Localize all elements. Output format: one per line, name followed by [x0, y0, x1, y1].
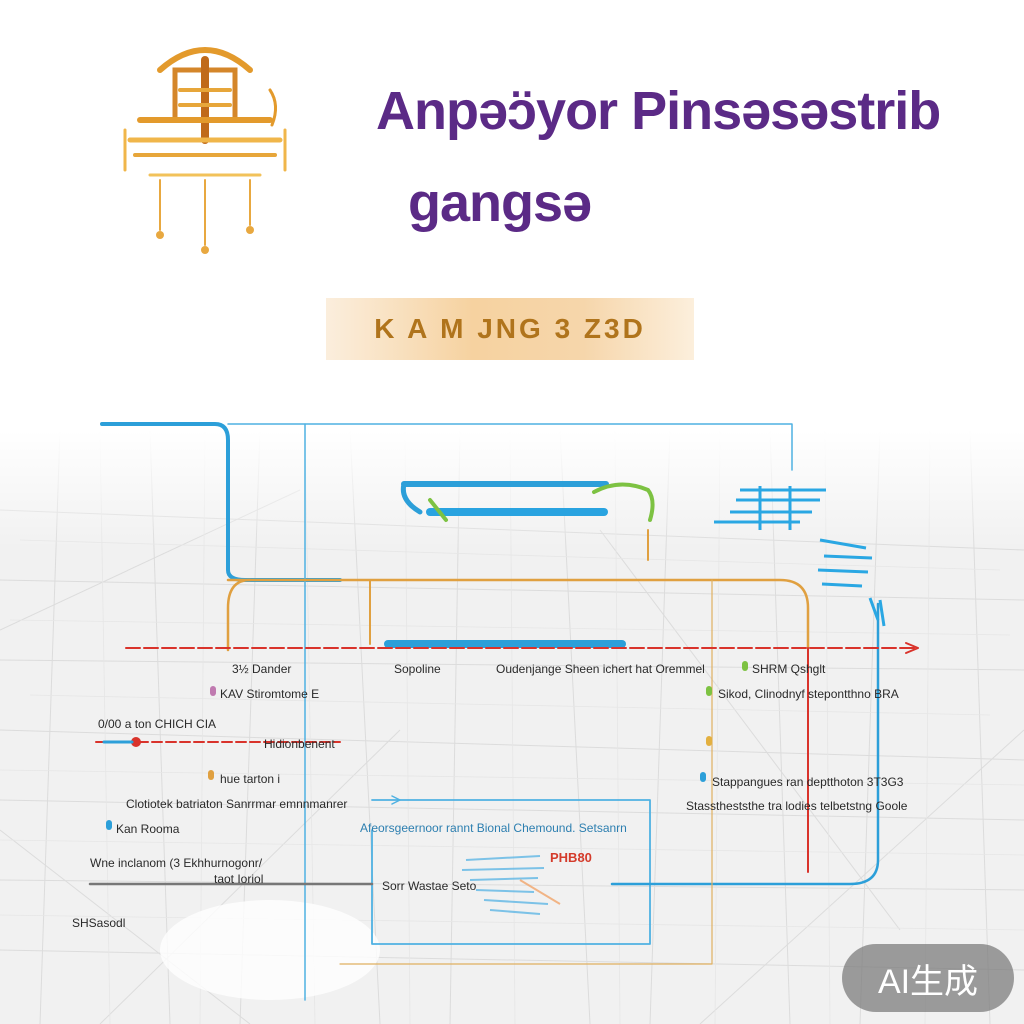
map-label: Kan Rooma — [116, 823, 179, 835]
ai-generated-badge: AI生成 — [842, 944, 1014, 1012]
map-label: Sorr Wastae Seto — [382, 880, 476, 892]
map-label: KAV Stiromtome E — [220, 688, 319, 700]
map-label: Afeorsgeernoor rannt Bional Chemound. Se… — [360, 822, 627, 834]
map-label: PHB80 — [550, 851, 592, 864]
map-label: Sopoline — [394, 663, 441, 675]
blue-machine-icon — [714, 486, 884, 626]
map-label: 3½ Dander — [232, 663, 291, 675]
map-label: SHRM Qshglt — [752, 663, 825, 675]
green-dot-icon — [706, 686, 712, 696]
green-dot-icon — [742, 661, 748, 671]
map-label: SHSasodl — [72, 917, 125, 929]
blue-right-curve — [612, 604, 878, 884]
blue-upper-bar-3 — [403, 484, 420, 512]
orange-dot-icon — [208, 770, 214, 780]
map-label: Clotiotek batriaton Sanrrmar emnnmanrer — [126, 798, 347, 810]
orange-long-vertical — [340, 580, 712, 964]
blue-ink-cluster-icon — [462, 856, 560, 914]
blue-dot-icon — [106, 820, 112, 830]
map-label: 0/00 a ton CHICH CIA — [98, 718, 216, 730]
map-label: Oudenjange Sheen ichert hat Oremmel — [496, 663, 705, 675]
ai-generated-badge-label: AI生成 — [878, 954, 978, 1003]
map-label: Wne inclanom (3 Ekhhurnogonr/ — [90, 857, 262, 869]
orange-lower-route — [228, 580, 250, 650]
blue-dot-icon — [700, 772, 706, 782]
map-label: Sikod, Clinodnyf stepontthno BRA — [718, 688, 899, 700]
orange-main-route — [228, 580, 808, 648]
purple-dot-icon — [210, 686, 216, 696]
map-label: Hidionbenent — [264, 738, 335, 750]
map-label: Stappangues ran deptthoton 3T3G3 — [712, 776, 903, 788]
map-label: taot Ioriol — [214, 873, 263, 885]
map-label: Stasstheststhe tra lodies telbetstng Goo… — [686, 800, 907, 812]
map-label: hue tarton i — [220, 773, 280, 785]
blue-frame-route — [228, 424, 792, 470]
yellow-dot-icon — [706, 736, 712, 746]
